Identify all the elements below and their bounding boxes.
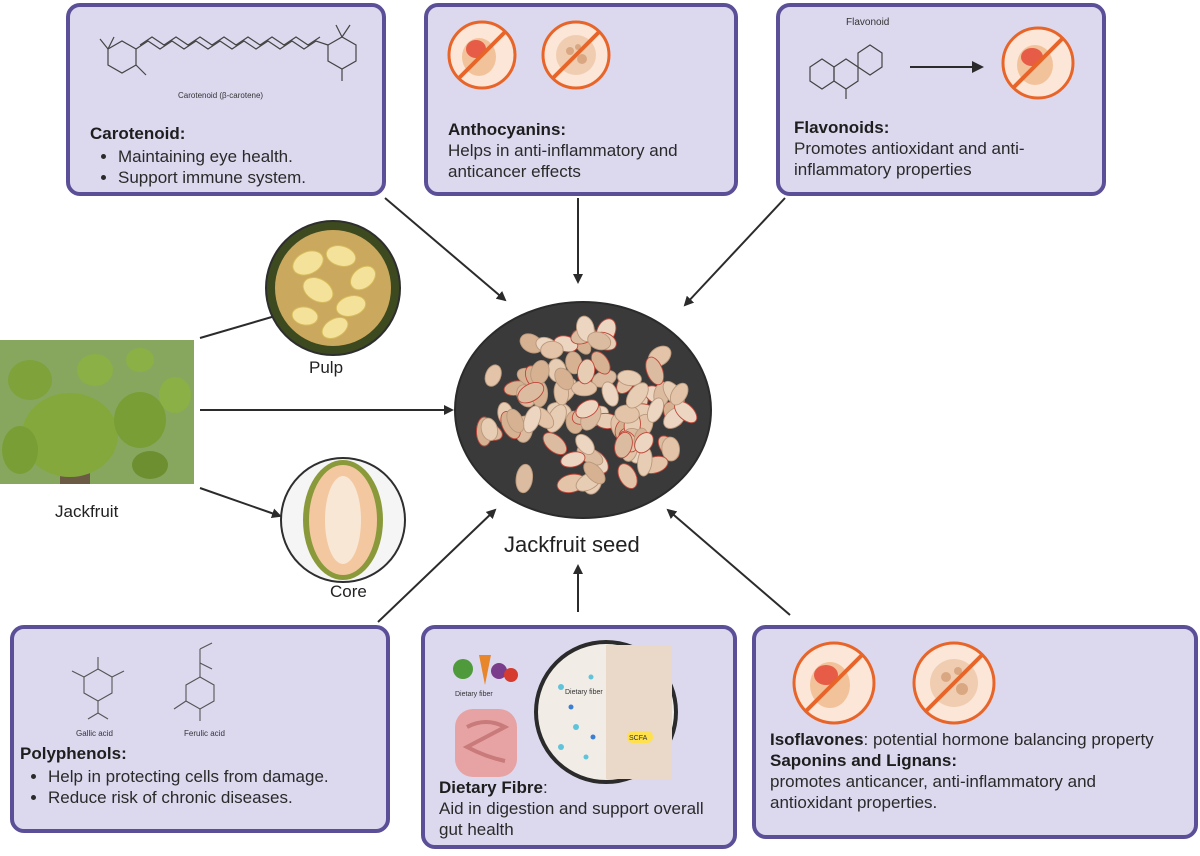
seed — [634, 432, 654, 454]
anthocyanins-box: Anthocyanins: Helps in anti-inflammatory… — [424, 3, 738, 196]
flavonoid-molecule-label: Flavonoid — [846, 17, 890, 28]
saponins-lignans-title: Saponins and Lignans: — [770, 751, 958, 770]
cancer-cell-icon — [912, 641, 996, 725]
seed — [614, 431, 633, 459]
beta-carotene-structure — [99, 24, 357, 81]
polyphenols-text: Polyphenols: Help in protecting cells fr… — [20, 743, 372, 808]
flavonoids-title: Flavonoids: — [794, 118, 890, 137]
anthocyanins-description: Helps in anti-inflammatory and anticance… — [448, 141, 678, 181]
isoflavones-title: Isoflavones — [770, 730, 864, 749]
flavonoids-box: Flavonoid Flavonoids: Promotes antioxida… — [776, 3, 1106, 196]
polyphenols-title: Polyphenols: — [20, 744, 127, 763]
seed — [515, 463, 534, 494]
seed — [523, 405, 542, 434]
dietary-fibre-title: Dietary Fibre — [439, 778, 543, 797]
arrow-polyphenols — [377, 508, 497, 623]
carotenoid-bullets: Maintaining eye health. Support immune s… — [90, 146, 368, 188]
pulp-label: Pulp — [309, 358, 344, 377]
isoflavones-text: Isoflavones: potential hormone balancing… — [770, 730, 1154, 812]
seed — [540, 340, 564, 359]
isoflavones-box: Isoflavones: potential hormone balancing… — [752, 625, 1198, 839]
inflamed-gut-icon — [1001, 26, 1075, 100]
list-item: Support immune system. — [118, 167, 368, 188]
seed — [617, 369, 642, 387]
arrow-jackfruit-pulp — [199, 311, 284, 339]
inflamed-gut-icon — [447, 20, 517, 90]
anthocyanins-title: Anthocyanins: — [448, 120, 567, 139]
isoflavones-description: potential hormone balancing property — [873, 730, 1154, 749]
seed — [577, 358, 596, 385]
jackfruit-seed-image — [454, 301, 712, 519]
anthocyanins-text: Anthocyanins: Helps in anti-inflammatory… — [448, 119, 720, 182]
seed — [587, 331, 612, 351]
seed — [669, 382, 689, 406]
seed — [617, 463, 638, 489]
seed — [575, 433, 595, 455]
jackfruit-label: Jackfruit — [55, 502, 119, 521]
seed — [542, 432, 568, 455]
arrow-flavonoids — [683, 197, 786, 307]
cancer-cell-icon — [541, 20, 611, 90]
ferulic-acid-label: Ferulic acid — [184, 729, 225, 738]
gut-microbiome-zoom-icon — [534, 640, 678, 784]
seed — [625, 382, 649, 409]
gallic-acid-label: Gallic acid — [76, 729, 113, 738]
inflamed-gut-icon — [792, 641, 876, 725]
scfa-label: SCFA — [629, 735, 648, 742]
polyphenols-bullets: Help in protecting cells from damage. Re… — [20, 766, 372, 808]
arrow-icon — [910, 61, 984, 73]
pulp-image — [265, 220, 401, 356]
seed — [517, 382, 545, 404]
dietary-fiber-label: Dietary fiber — [455, 691, 493, 698]
core-label: Core — [330, 582, 367, 601]
seed — [661, 436, 680, 462]
arrow-carotenoid — [384, 197, 507, 302]
seed — [484, 364, 502, 387]
flavonoids-description: Promotes antioxidant and anti-inflammato… — [794, 139, 1025, 179]
carotenoid-title: Carotenoid: — [90, 124, 186, 143]
arrow-jackfruit-core — [199, 487, 282, 519]
carotenoid-text: Carotenoid: Maintaining eye health. Supp… — [90, 123, 368, 188]
core-image — [280, 457, 406, 583]
list-item: Help in protecting cells from damage. — [48, 766, 372, 787]
seed — [583, 461, 606, 485]
dietary-fibre-description: Aid in digestion and support overall gut… — [439, 799, 704, 839]
dietary-fibre-text: Dietary Fibre: Aid in digestion and supp… — [439, 778, 704, 839]
seed — [506, 408, 525, 433]
carotenoid-molecule-label: Carotenoid (β-carotene) — [178, 91, 264, 100]
intestine-icon — [455, 709, 517, 777]
dietary-fiber-zoom-label: Dietary fiber — [565, 689, 603, 696]
jackfruit-image — [0, 340, 194, 484]
polyphenols-box: Gallic acid Ferulic acid Polyphenols: He… — [10, 625, 390, 833]
seed — [554, 367, 574, 391]
seed — [646, 397, 665, 423]
list-item: Reduce risk of chronic diseases. — [48, 787, 372, 808]
seed — [560, 451, 586, 468]
seed — [601, 381, 619, 407]
dietary-fibre-box: Dietary fiber Dietary fiber SCFA Dietary… — [421, 625, 737, 849]
ferulic-acid-structure — [173, 642, 215, 721]
seed — [575, 399, 599, 419]
center-label: Jackfruit seed — [504, 532, 640, 557]
seed — [645, 356, 665, 386]
seed — [480, 417, 499, 441]
vegetables-icon — [453, 655, 518, 685]
saponins-lignans-description: promotes anticancer, anti-inflammatory a… — [770, 772, 1096, 812]
flavonoids-text: Flavonoids: Promotes antioxidant and ant… — [794, 117, 1088, 180]
arrow-isoflavones — [666, 508, 791, 616]
gallic-acid-structure — [71, 657, 125, 720]
flavonoid-structure — [809, 44, 883, 99]
list-item: Maintaining eye health. — [118, 146, 368, 167]
carotenoid-box: Carotenoid (β-carotene) Carotenoid: Main… — [66, 3, 386, 196]
